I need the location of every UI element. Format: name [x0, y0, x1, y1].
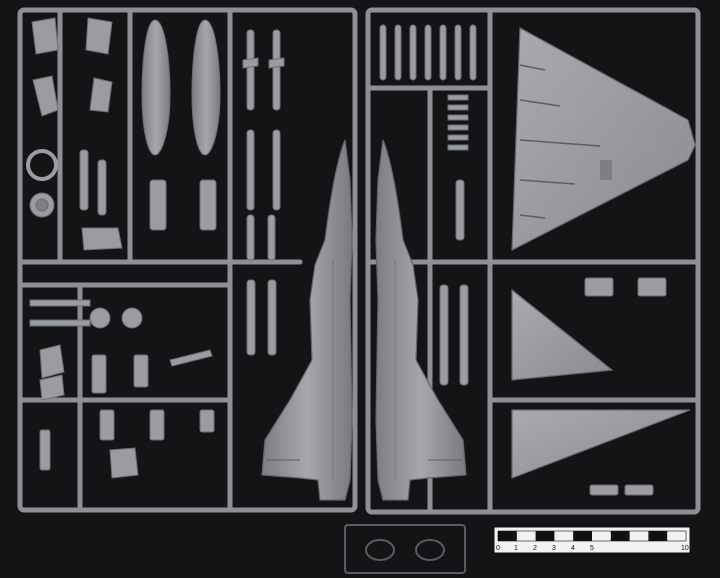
left-sprue-frame [17, 7, 358, 513]
small-parts-left [26, 149, 217, 479]
missile-parts-left [242, 29, 285, 356]
scale-label-4: 4 [571, 545, 575, 552]
wing-lower-2 [511, 409, 691, 479]
wing-upper [511, 27, 696, 251]
intake-parts [31, 17, 113, 117]
scale-label-2: 2 [533, 545, 537, 552]
scale-label-0: 0 [496, 545, 500, 552]
scale-label-3: 3 [552, 545, 556, 552]
wing-lower-1 [511, 288, 614, 381]
scale-label-10: 10 [681, 545, 689, 552]
fuselage-left-half [261, 139, 353, 501]
fuselage-right-half [375, 139, 467, 501]
missile-parts-right [379, 24, 667, 496]
clear-parts-sprue [344, 524, 466, 574]
scale-label-1: 1 [514, 545, 518, 552]
scale-label-5: 5 [590, 545, 594, 552]
drop-tank-halves [141, 19, 221, 156]
right-sprue-frame [365, 7, 701, 515]
scale-bar: 0 1 2 3 4 5 10 [493, 526, 691, 554]
